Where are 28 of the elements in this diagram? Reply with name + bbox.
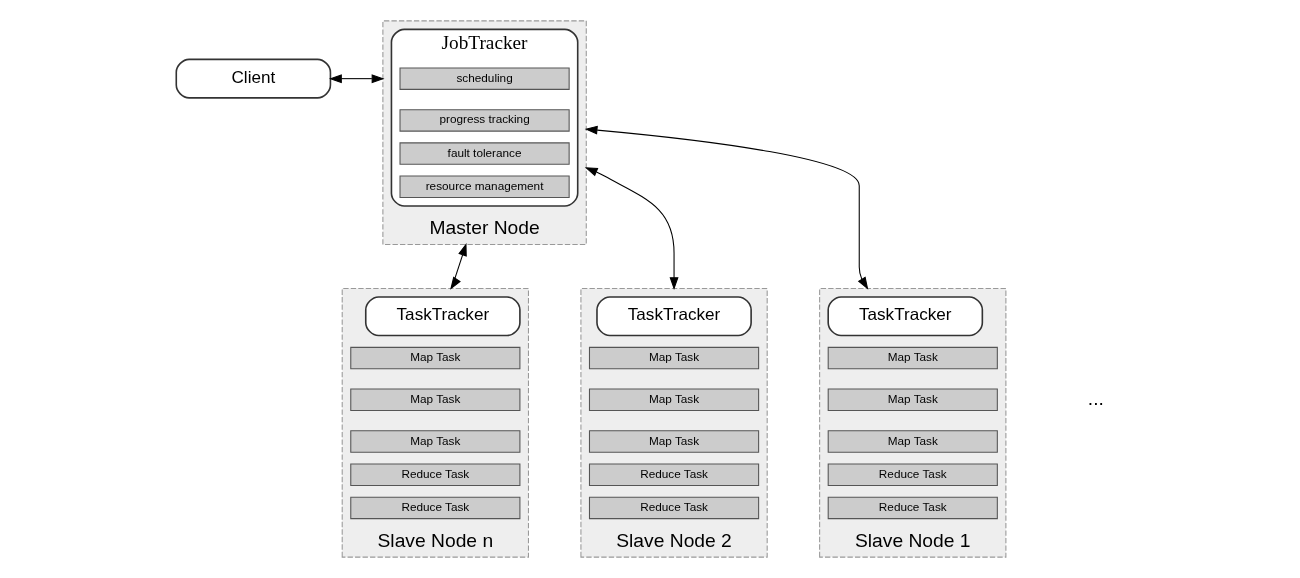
node-box: Map Task bbox=[349, 430, 520, 453]
node-box: Map Task bbox=[588, 430, 759, 453]
node-box: Reduce Task bbox=[827, 463, 998, 486]
node-box: Client bbox=[174, 58, 331, 99]
arrow bbox=[328, 74, 384, 84]
node-box: Map Task bbox=[588, 388, 759, 412]
node-box: Map Task bbox=[827, 430, 998, 453]
arrow bbox=[584, 167, 679, 291]
node-box: Map Task bbox=[827, 346, 998, 370]
label: ... bbox=[1087, 387, 1104, 409]
node-box: Map Task bbox=[588, 346, 759, 370]
node-box: Map Task bbox=[349, 388, 520, 412]
node-box: TaskTracker bbox=[826, 296, 983, 337]
node-box: progress tracking bbox=[398, 109, 570, 132]
node-box: Reduce Task bbox=[588, 496, 759, 520]
node-box: scheduling bbox=[398, 67, 570, 90]
node-box: TaskTracker bbox=[364, 296, 521, 337]
node-box: TaskTracker bbox=[595, 296, 752, 337]
node-box: Map Task bbox=[827, 388, 998, 412]
node-box: Reduce Task bbox=[827, 496, 998, 520]
node-box: Map Task bbox=[349, 346, 520, 370]
node-box: Reduce Task bbox=[349, 496, 520, 520]
node-box: fault tolerance bbox=[398, 142, 570, 165]
arrow bbox=[584, 125, 868, 290]
arrow bbox=[449, 243, 467, 290]
node-box: Reduce Task bbox=[588, 463, 759, 486]
node-box: resource management bbox=[398, 175, 570, 198]
node-box: Reduce Task bbox=[349, 463, 520, 486]
